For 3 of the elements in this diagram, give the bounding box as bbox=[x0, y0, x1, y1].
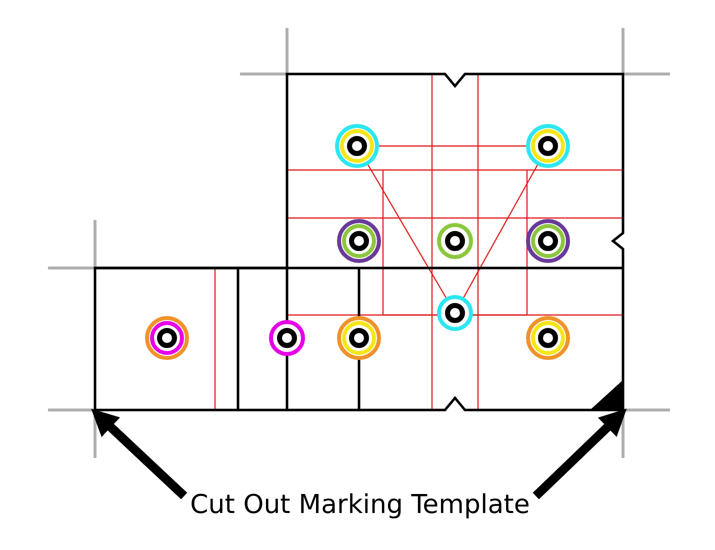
template-caption: Cut Out Marking Template bbox=[190, 490, 530, 520]
arrow bbox=[91, 408, 188, 500]
arrow bbox=[532, 408, 627, 500]
